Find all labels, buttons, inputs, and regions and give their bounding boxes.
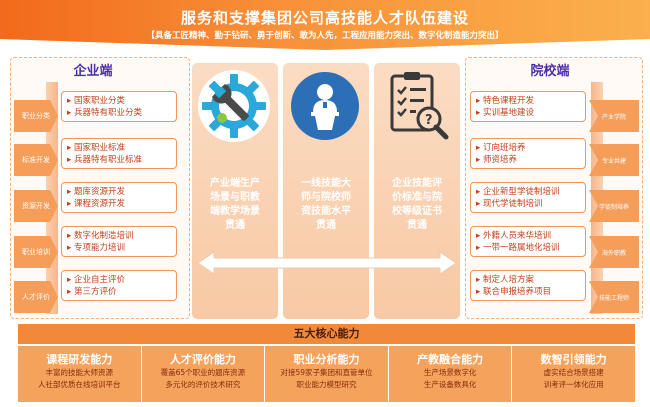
item-box: ▸ 企业新型学徒制培训 ▸ 现代学徒制培训 (470, 182, 586, 213)
item-text: ▸ 专项能力培训 (67, 243, 125, 253)
core-item: 人才评价能力 覆盖65个职业的题库资源 多元化的评价技术研究 (142, 346, 266, 402)
core-item-desc: 训考评一体化应用 (543, 380, 604, 389)
enterprise-panel-title: 企业端 (73, 64, 113, 79)
center-column-text: 产业端生产场景与职教端教学场景贯通 (210, 178, 260, 231)
item-box: ▸ 订向班培养 ▸ 师资培养 (470, 138, 586, 169)
item-text: ▸ 联合申报培养项目 (476, 287, 551, 297)
header-banner (0, 0, 650, 50)
item-text: ▸ 题库资源开发 (67, 187, 125, 197)
core-item-desc: 职业能力模型研究 (296, 380, 357, 389)
item-box: ▸ 外籍人员来华培训 ▸ 一带一路属地化培训 (470, 226, 586, 257)
core-item-desc: 对接59家子集团和直管单位 (280, 368, 373, 377)
item-box: ▸ 数字化制造培训 ▸ 专项能力培训 (61, 226, 177, 257)
item-text: ▸ 现代学徒制培训 (476, 199, 543, 209)
double-arrow-icon (196, 250, 458, 276)
core-item-desc: 覆盖65个职业的题库资源 (160, 368, 246, 377)
item-text: ▸ 订向班培养 (476, 143, 526, 153)
item-box: ▸ 制定人培方案 ▸ 联合申报培养项目 (470, 270, 586, 301)
item-text: ▸ 兵器特有职业分类 (67, 108, 142, 118)
core-item-title: 产教融合能力 (417, 353, 484, 366)
item-text: ▸ 课程资源开发 (67, 199, 125, 209)
core-item-title: 职业分析能力 (293, 353, 360, 366)
center-column (374, 63, 460, 319)
row-label-tag: 职业分类 (14, 100, 58, 132)
center-column-text: 企业技能评价标准与院校等级证书贯通 (392, 178, 442, 231)
item-box: ▸ 题库资源开发 ▸ 课程资源开发 (61, 182, 177, 213)
item-text: ▸ 第三方评价 (67, 287, 117, 297)
core-item: 课程研发能力 丰富的技能大师资源 人社部优质在线培训平台 (18, 346, 142, 402)
college-panel-title: 院校端 (530, 64, 570, 79)
row-label-tag: 标准开发 (14, 144, 58, 176)
core-item: 数智引领能力 虚实结合场景搭建 训考评一体化应用 (512, 346, 635, 402)
lecturer-podium-icon (289, 70, 361, 142)
item-text: ▸ 企业自主评价 (67, 275, 125, 285)
svg-text:?: ? (425, 113, 433, 128)
core-item-title: 课程研发能力 (46, 353, 113, 366)
item-text: ▸ 师资培养 (476, 155, 517, 165)
core-item-title: 数智引领能力 (540, 353, 607, 366)
core-row: 课程研发能力 丰富的技能大师资源 人社部优质在线培训平台 人才评价能力 覆盖65… (18, 346, 635, 402)
item-text: ▸ 兵器特有职业标准 (67, 155, 142, 165)
item-box: ▸ 国家职业分类 ▸ 兵器特有职业分类 (61, 91, 177, 122)
core-item-title: 人才评价能力 (169, 353, 236, 366)
item-text: ▸ 制定人培方案 (476, 275, 534, 285)
checklist-magnifier-icon: ? (380, 68, 452, 144)
page-subtitle: 【具备工匠精神、勤于钻研、勇于创新、敢为人先，工程应用能力突出、数字化制造能力突… (146, 31, 504, 41)
item-text: ▸ 企业新型学徒制培训 (476, 187, 560, 197)
core-item-desc: 丰富的技能大师资源 (45, 368, 114, 377)
item-text: ▸ 特色课程开发 (476, 96, 534, 106)
item-box: ▸ 国家职业标准 ▸ 兵器特有职业标准 (61, 138, 177, 169)
core-item-desc: 多元化的评价技术研究 (165, 380, 241, 389)
gear-wrench-icon (198, 70, 270, 142)
item-text: ▸ 国家职业分类 (67, 96, 125, 106)
item-text: ▸ 外籍人员来华培训 (476, 231, 551, 241)
item-text: ▸ 实训基地建设 (476, 108, 534, 118)
page-title: 服务和支撑集团公司高技能人才队伍建设 (180, 9, 469, 27)
row-label-tag: 资源开发 (14, 190, 58, 222)
core-item-desc: 人社部优质在线培训平台 (38, 380, 121, 389)
core-heading: 五大核心能力 (18, 324, 635, 344)
item-text: ▸ 数字化制造培训 (67, 231, 134, 241)
center-column-text: 一线技能大师与院校师资技能水平贯通 (301, 178, 351, 231)
core-item: 产教融合能力 生产场景数字化 生产设备数具化 (389, 346, 513, 402)
core-item-desc: 生产设备数具化 (423, 380, 477, 389)
row-label-tag: 人才评价 (14, 281, 58, 313)
row-label-tag: 职业培训 (14, 236, 58, 268)
item-text: ▸ 一带一路属地化培训 (476, 243, 560, 253)
item-box: ▸ 企业自主评价 ▸ 第三方评价 (61, 270, 177, 301)
item-box: ▸ 特色课程开发 ▸ 实训基地建设 (470, 91, 586, 122)
core-item-desc: 虚实结合场景搭建 (543, 368, 604, 377)
item-text: ▸ 国家职业标准 (67, 143, 125, 153)
core-item: 职业分析能力 对接59家子集团和直管单位 职业能力模型研究 (265, 346, 389, 402)
core-item-desc: 生产场景数字化 (423, 368, 477, 377)
